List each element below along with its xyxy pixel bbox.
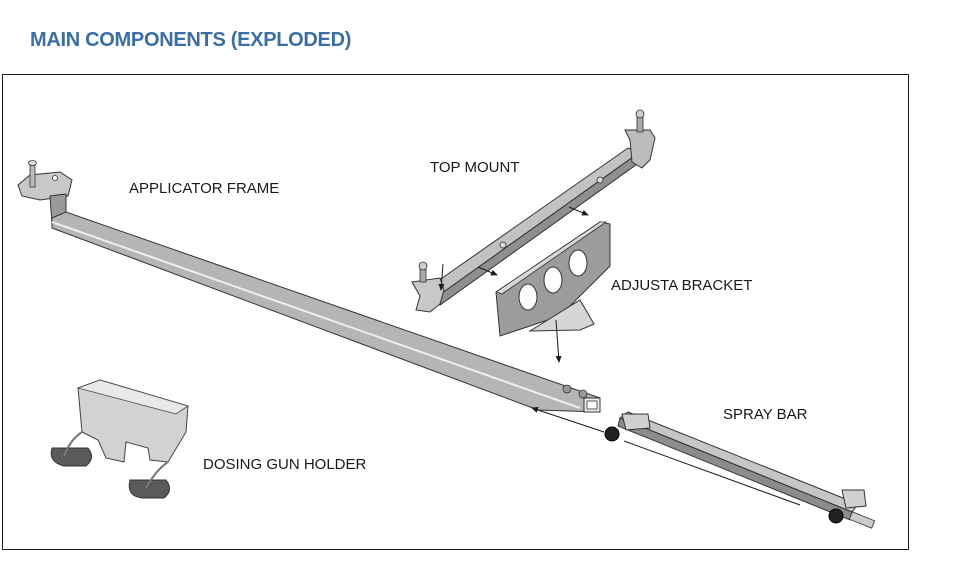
label-spray-bar: SPRAY BAR (723, 406, 808, 423)
applicator-frame-part (17, 160, 601, 413)
label-applicator-frame: APPLICATOR FRAME (129, 180, 280, 197)
top-mount-part (411, 109, 656, 313)
label-dosing-gun-holder: DOSING GUN HOLDER (203, 456, 367, 473)
adjusta-bracket-part (495, 221, 611, 363)
spray-bar-part (531, 407, 876, 529)
label-adjusta-bracket: ADJUSTA BRACKET (611, 277, 753, 294)
diagram-frame (2, 74, 909, 550)
label-top-mount: TOP MOUNT (430, 159, 520, 176)
dosing-gun-holder-part (50, 379, 189, 499)
page-title: MAIN COMPONENTS (EXPLODED) (30, 29, 352, 51)
